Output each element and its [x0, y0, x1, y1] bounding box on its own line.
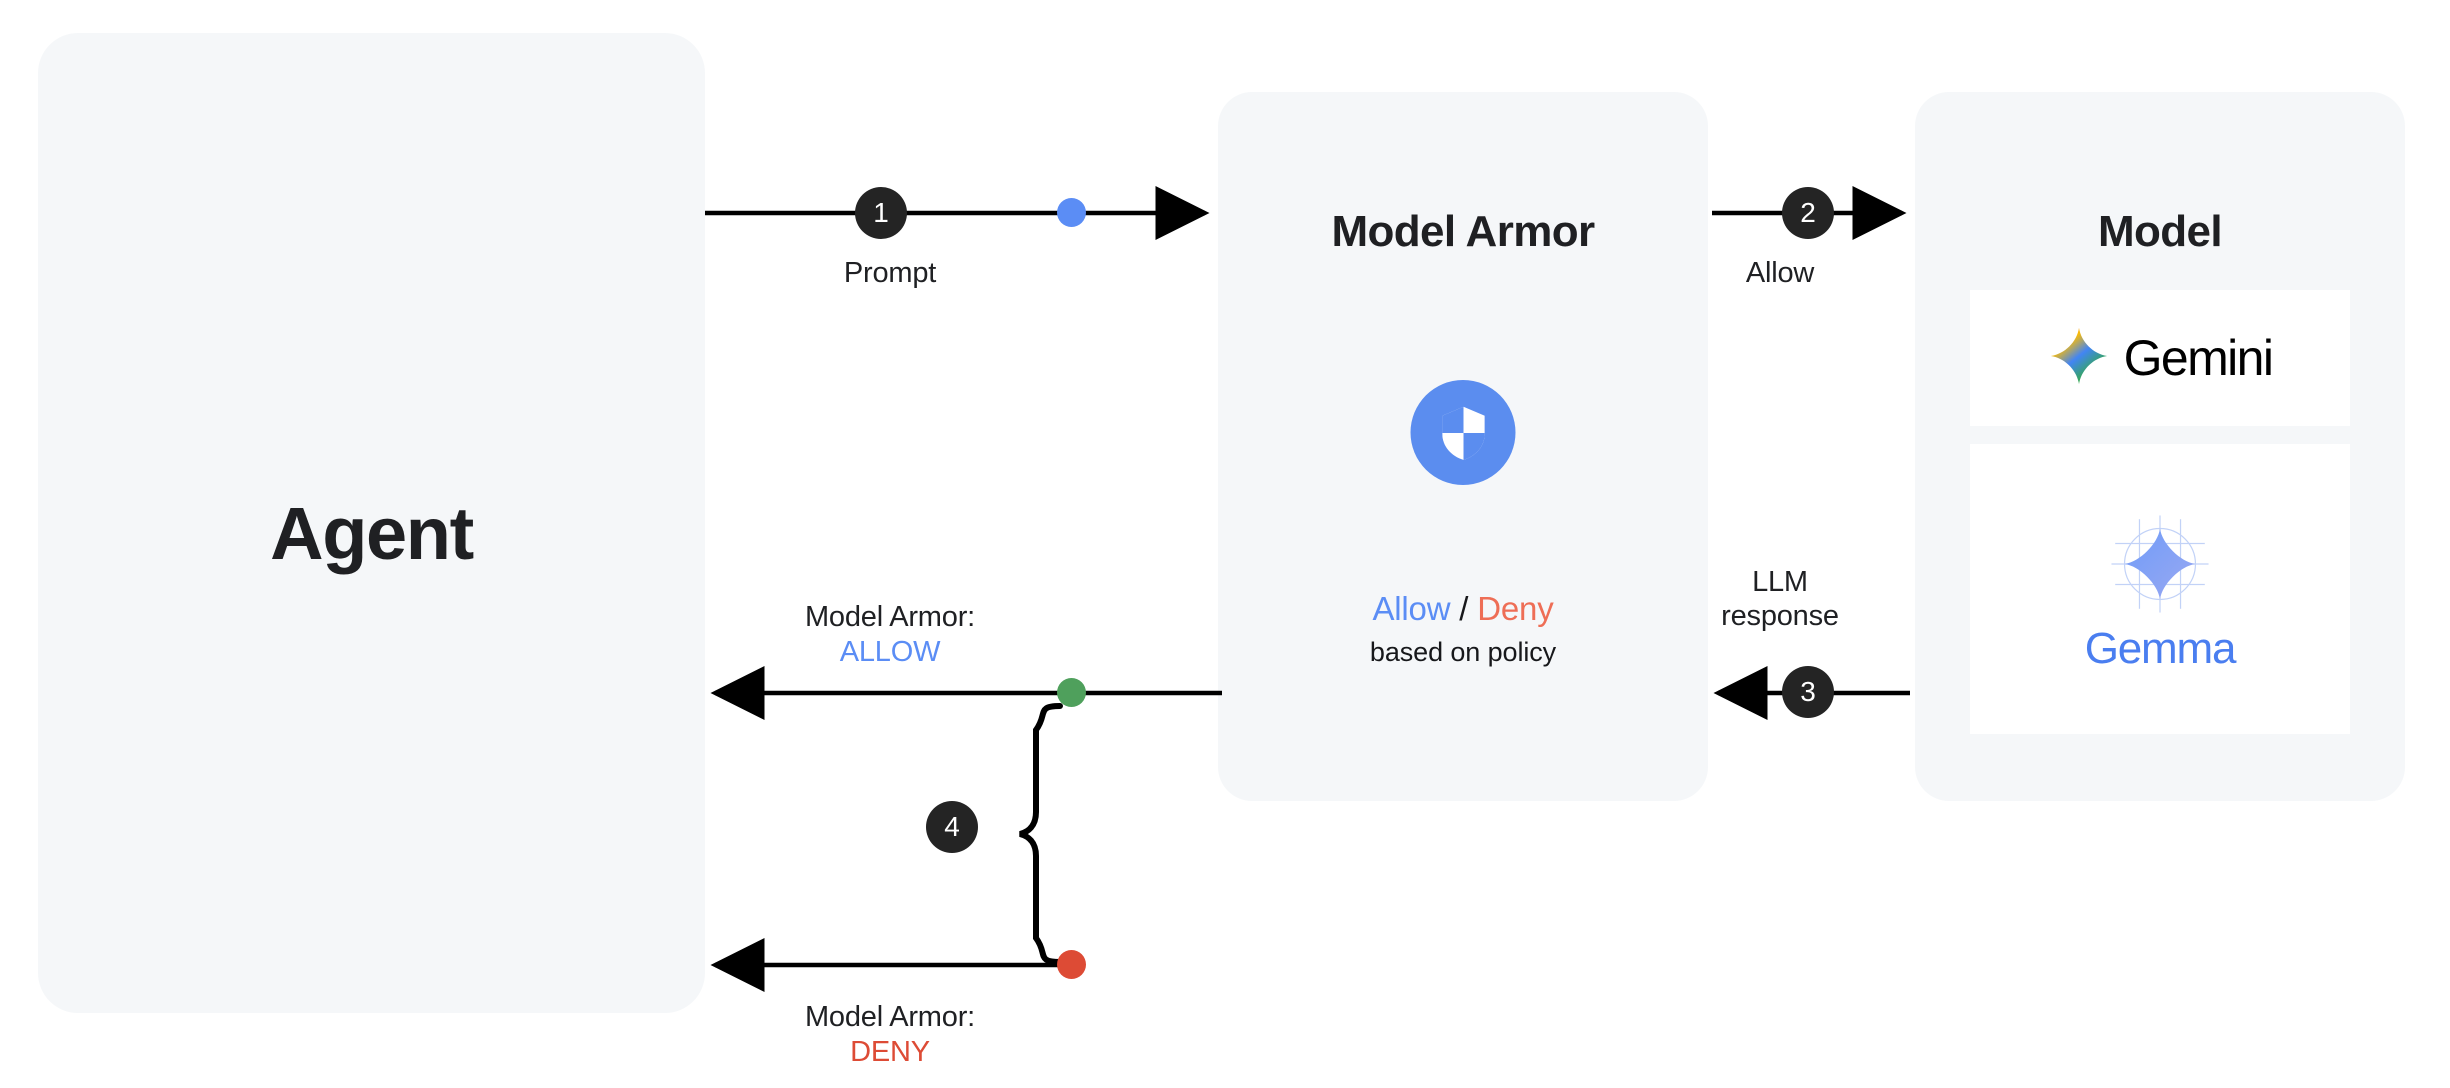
model-armor-panel: Model Armor Allow / Deny based on policy [1218, 92, 1708, 801]
return-label-deny-verdict: DENY [850, 1036, 930, 1069]
flow-dot-red [1057, 950, 1086, 979]
gemma-label: Gemma [2084, 623, 2237, 673]
step-badge-4: 4 [926, 801, 978, 853]
model-armor-title: Model Armor [1331, 207, 1595, 256]
edge-label-allow: Allow [1745, 257, 1815, 289]
return-label-allow: Model Armor: ALLOW [730, 600, 1050, 671]
return-label-deny: Model Armor: DENY [730, 1000, 1050, 1071]
gemini-card: Gemini [1970, 290, 2350, 426]
gemma-card: Gemma [1970, 444, 2350, 734]
policy-note: based on policy [1369, 637, 1557, 667]
gemini-spark-icon [2048, 325, 2110, 392]
shield-icon [1410, 380, 1516, 485]
verdict-separator: / [1450, 590, 1478, 627]
edge-label-llm-response: LLM response [1721, 566, 1839, 633]
verdict-deny-text: Deny [1477, 590, 1554, 627]
model-title: Model [2097, 207, 2223, 256]
edge-label-prompt: Prompt [843, 257, 937, 289]
verdict-line: Allow / Deny [1218, 590, 1708, 628]
step-badge-1: 1 [855, 187, 907, 239]
gemma-star-icon [2104, 508, 2216, 625]
model-panel: Model [1915, 92, 2405, 801]
verdict-allow-text: Allow [1372, 590, 1451, 627]
return-label-allow-verdict: ALLOW [839, 636, 941, 669]
gemini-label: Gemini [2123, 330, 2274, 386]
flow-dot-green [1057, 678, 1086, 707]
flow-dot-blue [1057, 198, 1086, 227]
agent-label: Agent [270, 492, 474, 575]
step-badge-3: 3 [1782, 666, 1834, 718]
return-label-deny-title: Model Armor: [804, 1001, 976, 1033]
step-badge-2: 2 [1782, 187, 1834, 239]
agent-panel: Agent [38, 33, 705, 1013]
return-label-allow-title: Model Armor: [804, 601, 976, 633]
